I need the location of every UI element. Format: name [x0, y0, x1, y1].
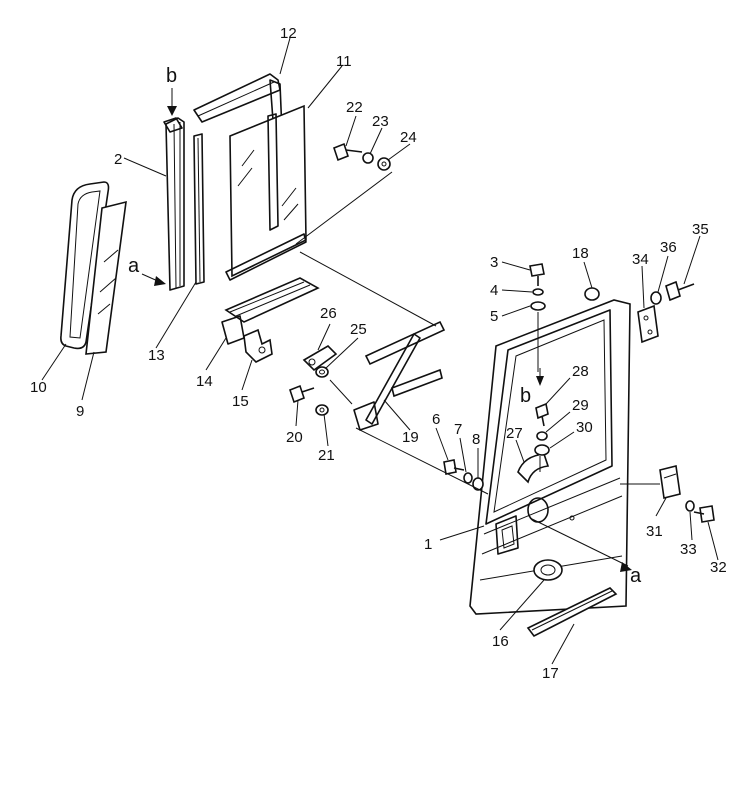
part-3-bolt: [529, 263, 545, 286]
part-21-washer: [315, 404, 329, 416]
part-15-bracket: [243, 328, 273, 363]
assembly-lines: [295, 171, 660, 567]
part-29-washer: [536, 431, 548, 441]
callout-15: 15: [232, 393, 249, 410]
callout-30: 30: [576, 419, 593, 436]
callout-2: 2: [114, 151, 122, 168]
callout-19: 19: [402, 429, 419, 446]
part-16-pocket: [533, 559, 563, 581]
callout-35: 35: [692, 221, 709, 238]
part-35-bolt: [665, 280, 695, 302]
part-19-linkage: [353, 320, 446, 431]
part-24-washer: [377, 157, 391, 171]
callout-28: 28: [572, 363, 589, 380]
callout-20: 20: [286, 429, 303, 446]
callout-8: 8: [472, 431, 480, 448]
part-32-bolt: [693, 505, 715, 523]
part-6-bolt: [443, 459, 465, 475]
callout-36: 36: [660, 239, 677, 256]
callout-10: 10: [30, 379, 47, 396]
part-34-hinge: [637, 304, 659, 344]
callout-1: 1: [424, 536, 432, 553]
part-20-bolt: [289, 384, 315, 404]
part-30-washer: [534, 444, 550, 456]
part-33-washer: [685, 500, 695, 512]
part-28-bolt: [535, 402, 549, 427]
part-14-rail: [221, 277, 320, 345]
callout-17: 17: [542, 665, 559, 682]
part-5-washer: [530, 301, 546, 311]
part-7-washer: [463, 472, 473, 484]
part-9-glass: [85, 200, 127, 355]
part-22-bolt: [333, 142, 363, 162]
callout-26: 26: [320, 305, 337, 322]
part-4-washer: [532, 288, 544, 296]
part-18-plug: [584, 287, 600, 301]
part-10-seal-frame: [60, 181, 110, 350]
callout-22: 22: [346, 99, 363, 116]
callout-5: 5: [490, 308, 498, 325]
callout-labels: 1 2 3 4 5 6 7 8 9 10 11 12 13 14 15 16 1…: [30, 25, 727, 682]
marker-arrows: [141, 88, 632, 572]
callout-34: 34: [632, 251, 649, 268]
callout-24: 24: [400, 129, 417, 146]
callout-4: 4: [490, 282, 498, 299]
callout-31: 31: [646, 523, 663, 540]
callout-25: 25: [350, 321, 367, 338]
callout-9: 9: [76, 403, 84, 420]
part-13-strip: [193, 133, 205, 285]
marker-b-right: b: [520, 385, 531, 407]
callout-21: 21: [318, 447, 335, 464]
part-17-seal-strip: [526, 587, 618, 638]
part-2-channel: [163, 117, 185, 291]
part-25-washer: [315, 366, 329, 378]
part-31-striker: [659, 465, 681, 499]
part-36-washer: [650, 291, 662, 305]
callout-27: 27: [506, 425, 523, 442]
callout-16: 16: [492, 633, 509, 650]
callout-13: 13: [148, 347, 165, 364]
callout-32: 32: [710, 559, 727, 576]
marker-a-right: a: [630, 565, 642, 587]
leader-lines: [41, 37, 719, 665]
callout-7: 7: [454, 421, 462, 438]
marker-a-left: a: [128, 255, 140, 277]
callout-14: 14: [196, 373, 213, 390]
part-1-door-panel: [469, 299, 631, 615]
callout-3: 3: [490, 254, 498, 271]
callout-23: 23: [372, 113, 389, 130]
marker-b-left: b: [166, 65, 177, 87]
callout-11: 11: [336, 53, 352, 70]
callout-18: 18: [572, 245, 589, 262]
callout-29: 29: [572, 397, 589, 414]
part-26-clip: [302, 344, 338, 372]
part-11-glass-panel: [225, 104, 307, 281]
callout-6: 6: [432, 411, 440, 428]
callout-12: 12: [280, 25, 297, 42]
marker-labels: b a b a: [128, 65, 642, 587]
part-8-washer: [472, 477, 484, 491]
callout-33: 33: [680, 541, 697, 558]
part-23-washer: [362, 152, 374, 164]
